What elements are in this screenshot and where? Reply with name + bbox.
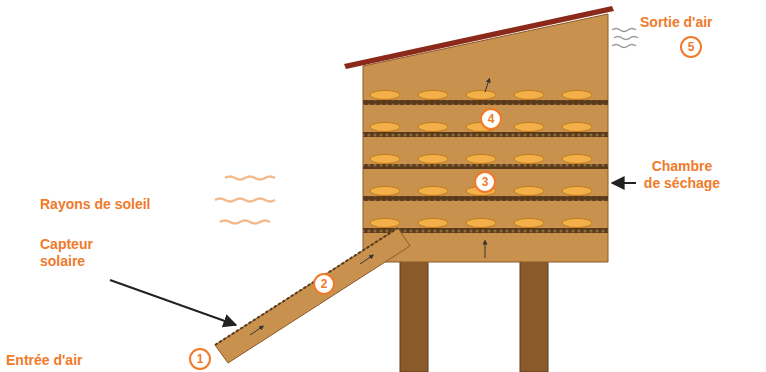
pointer-arrow (110, 280, 236, 325)
airflow-arrow (485, 242, 486, 258)
part-label: Sortie d'air (640, 14, 713, 31)
airflow-arrow (250, 327, 262, 335)
air-exit-waves (612, 29, 638, 48)
callout-number: 2 (313, 273, 335, 295)
airflow-arrow (485, 80, 489, 92)
drying-chamber (363, 14, 608, 262)
callout-number: 3 (474, 171, 496, 193)
part-label: Rayons de soleil (40, 196, 150, 213)
drying-products (370, 91, 592, 228)
collector-glazing (215, 228, 398, 345)
part-label: Entrée d'air (6, 352, 82, 369)
leg (400, 258, 428, 372)
shelves (363, 100, 608, 233)
pointer-arrow (612, 182, 636, 184)
part-label: Capteur solaire (40, 236, 110, 270)
sun-rays (215, 177, 275, 224)
roof (344, 6, 614, 69)
callout-number: 4 (480, 108, 502, 130)
callout-number: 5 (680, 36, 702, 58)
part-label: Chambre de séchage (642, 158, 722, 192)
solar-collector (215, 228, 410, 363)
leg (520, 258, 548, 372)
airflow-arrow (360, 256, 372, 264)
callout-number: 1 (189, 348, 211, 370)
